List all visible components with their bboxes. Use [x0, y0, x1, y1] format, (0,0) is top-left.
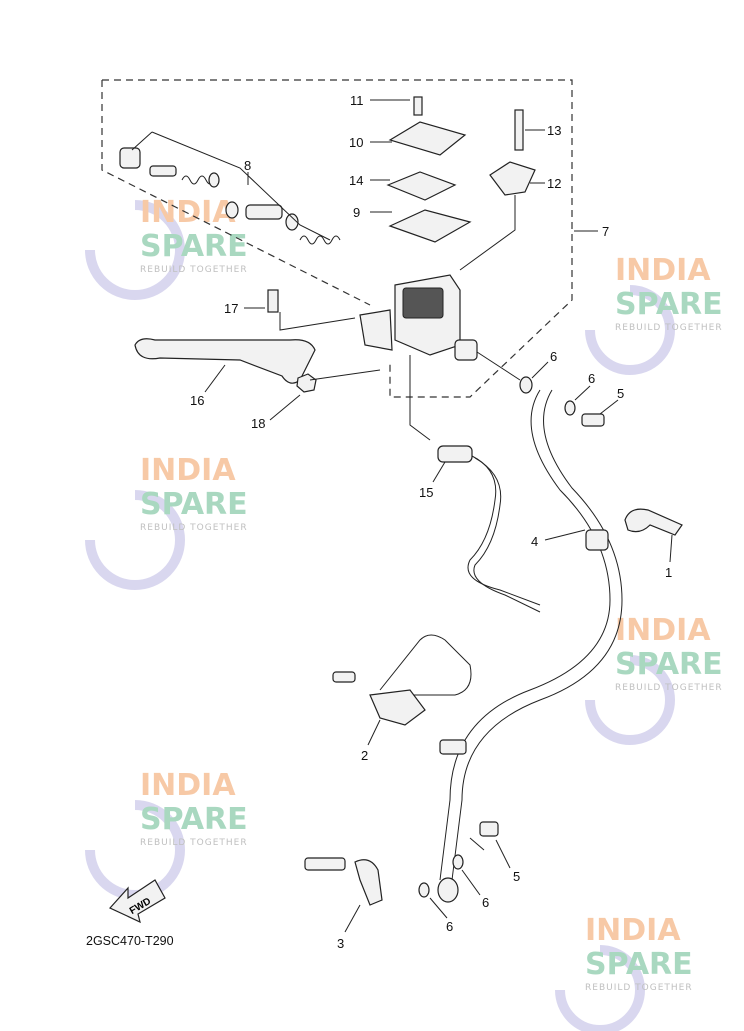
svg-text:REBUILD TOGETHER: REBUILD TOGETHER — [615, 683, 723, 693]
callout-4: 4 — [531, 534, 538, 549]
watermark-logo: INDIA SPARE REBUILD TOGETHER — [85, 195, 248, 300]
diagram-code: 2GSC470-T290 — [86, 934, 174, 948]
callout-17: 17 — [224, 301, 238, 316]
watermark-logo: INDIA SPARE REBUILD TOGETHER — [555, 913, 693, 1031]
watermark-logo: INDIA SPARE REBUILD TOGETHER — [85, 453, 248, 590]
svg-text:REBUILD TOGETHER: REBUILD TOGETHER — [140, 838, 248, 848]
watermark-group: INDIA SPARE REBUILD TOGETHER INDIA SPARE… — [85, 195, 723, 1031]
assembly-boundary — [101, 79, 573, 398]
svg-text:SPARE: SPARE — [140, 229, 248, 264]
master-cylinder-body — [359, 274, 521, 441]
callout-2: 2 — [361, 748, 368, 763]
pivot-bolt — [267, 289, 279, 313]
brake-switch — [437, 445, 473, 463]
svg-text:REBUILD TOGETHER: REBUILD TOGETHER — [140, 523, 248, 533]
washer — [418, 882, 430, 898]
callout-13: 13 — [547, 123, 561, 138]
svg-text:SPARE: SPARE — [140, 802, 248, 837]
hose-clamp — [624, 508, 683, 536]
callout-11: 11 — [350, 93, 364, 108]
svg-text:REBUILD TOGETHER: REBUILD TOGETHER — [615, 323, 723, 333]
callout-3: 3 — [337, 936, 344, 951]
reservoir-parts — [386, 96, 536, 271]
brake-lever — [134, 338, 316, 384]
callout-6: 6 — [482, 895, 489, 910]
clip — [354, 859, 383, 906]
nut — [296, 373, 317, 393]
callout-7: 7 — [602, 224, 609, 239]
svg-text:INDIA: INDIA — [140, 453, 236, 488]
callout-5: 5 — [513, 869, 520, 884]
washer — [452, 854, 464, 870]
svg-text:INDIA: INDIA — [140, 768, 236, 803]
callout-6: 6 — [588, 371, 595, 386]
callout-14: 14 — [349, 173, 363, 188]
callout-6: 6 — [446, 919, 453, 934]
washer — [519, 376, 533, 394]
union-bolt — [479, 821, 499, 837]
callout-9: 9 — [353, 205, 360, 220]
fwd-arrow-icon: FWD — [109, 879, 166, 924]
washer — [564, 400, 576, 416]
watermark-logo: INDIA SPARE REBUILD TOGETHER — [585, 613, 723, 745]
callout-6: 6 — [550, 349, 557, 364]
watermark-logo: INDIA SPARE REBUILD TOGETHER — [85, 768, 248, 900]
brake-hose — [439, 389, 611, 881]
callout-12: 12 — [547, 176, 561, 191]
callout-8: 8 — [244, 158, 251, 173]
screw — [304, 857, 346, 871]
watermark-logo: INDIA SPARE REBUILD TOGETHER — [585, 253, 723, 375]
svg-text:INDIA: INDIA — [615, 613, 711, 648]
svg-text:INDIA: INDIA — [615, 253, 711, 288]
svg-text:SPARE: SPARE — [615, 287, 723, 322]
callout-15: 15 — [419, 485, 433, 500]
svg-text:INDIA: INDIA — [140, 195, 236, 230]
callout-16: 16 — [190, 393, 204, 408]
svg-text:INDIA: INDIA — [585, 913, 681, 948]
svg-text:REBUILD TOGETHER: REBUILD TOGETHER — [585, 983, 693, 993]
union-bolt — [581, 413, 605, 427]
svg-text:SPARE: SPARE — [585, 947, 693, 982]
callout-1: 1 — [665, 565, 672, 580]
leader-lines — [204, 99, 673, 933]
hose-guide-bracket — [379, 634, 472, 696]
svg-text:SPARE: SPARE — [615, 647, 723, 682]
svg-text:SPARE: SPARE — [140, 487, 248, 522]
piston-kit — [119, 131, 341, 245]
callout-18: 18 — [251, 416, 265, 431]
callout-5: 5 — [617, 386, 624, 401]
svg-text:REBUILD TOGETHER: REBUILD TOGETHER — [140, 265, 248, 275]
callout-10: 10 — [349, 135, 363, 150]
callout-labels: 11 10 14 9 13 12 7 8 17 16 18 6 6 5 15 4… — [190, 93, 672, 951]
